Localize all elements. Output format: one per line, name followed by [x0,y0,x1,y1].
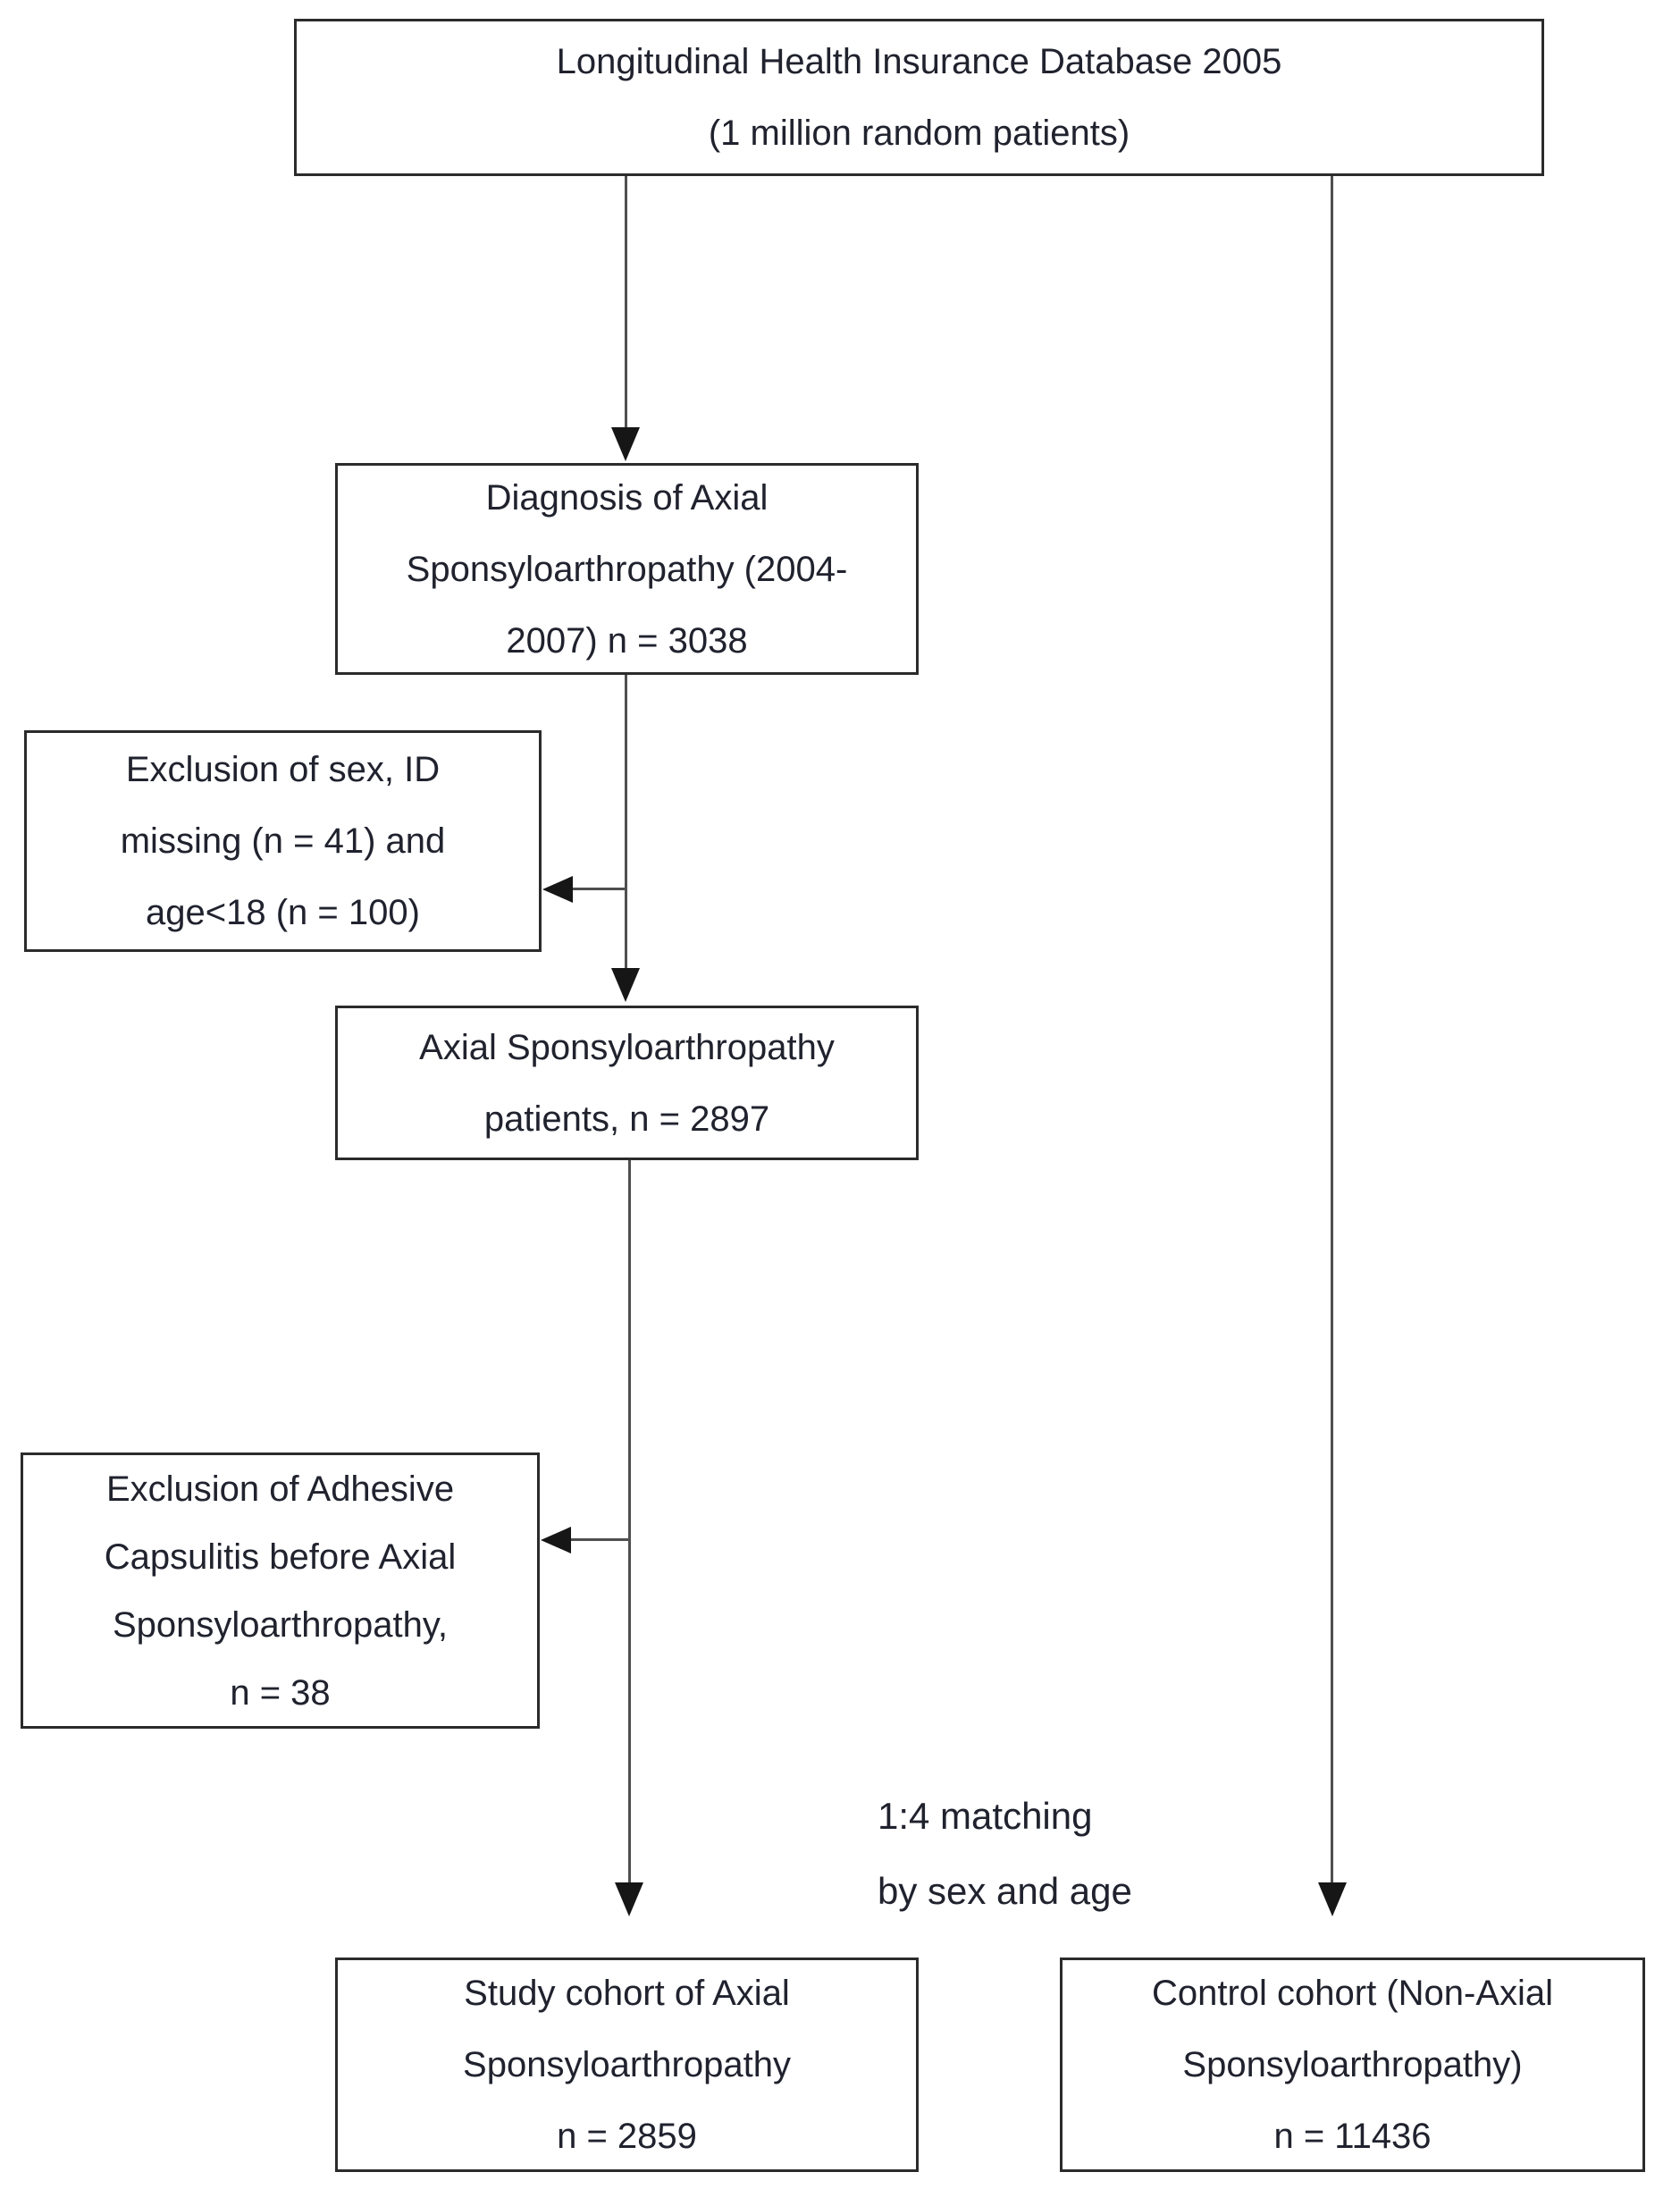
connector-branch-exclusion1 [572,888,626,890]
box-study-line: Sponsyloarthropathy [463,2045,791,2084]
box-diagnosis: Diagnosis of Axial Sponsyloarthropathy (… [335,463,919,675]
box-exclusion2-line: Exclusion of Adhesive [105,1469,455,1509]
box-diagnosis-line: Sponsyloarthropathy (2004- [406,549,848,589]
box-patients-line: Axial Sponsyloarthropathy [419,1027,835,1067]
box-exclusion2-line: n = 38 [230,1672,331,1713]
connector-database-to-control [1331,176,1333,1886]
matching-annotation: 1:4 matching by sex and age [878,1779,1132,1929]
connector-branch-exclusion2 [570,1538,630,1541]
arrowhead-down-patients [611,968,640,1002]
box-patients-line: patients, n = 2897 [483,1099,770,1139]
box-exclusion1-line: missing (n = 41) and [120,821,446,861]
box-exclusion1-line: age<18 (n = 100) [146,893,420,932]
box-diagnosis-line: 2007) n = 3038 [506,620,748,661]
matching-annotation-line: 1:4 matching [878,1795,1093,1837]
matching-annotation-line: by sex and age [878,1870,1132,1912]
box-exclusion2-line: Capsulitis before Axial [104,1537,457,1577]
box-exclusion1-line: Exclusion of sex, ID [125,750,441,789]
box-database-line: Longitudinal Health Insurance Database 2… [556,42,1282,81]
box-database-line: (1 million random patients) [708,114,1130,153]
box-database: Longitudinal Health Insurance Database 2… [294,19,1544,176]
box-control-cohort: Control cohort (Non-Axial Sponsyloarthro… [1060,1958,1645,2172]
arrowhead-left-exclusion1 [542,876,573,903]
arrowhead-down-control [1318,1882,1347,1916]
box-study-cohort: Study cohort of Axial Sponsyloarthropath… [335,1958,919,2172]
arrowhead-left-exclusion2 [541,1527,571,1553]
box-control-line: Control cohort (Non-Axial [1151,1974,1554,2013]
arrowhead-down-diagnosis [611,427,640,461]
connector-patients-to-study [628,1160,631,1886]
box-study-line: n = 2859 [557,2117,697,2156]
box-exclusion-adhesive-capsulitis: Exclusion of Adhesive Capsulitis before … [21,1452,540,1729]
box-study-line: Study cohort of Axial [464,1974,790,2013]
connector-diagnosis-to-patients [625,675,627,970]
box-control-line: n = 11436 [1273,2117,1432,2156]
connector-database-to-diagnosis [625,176,627,431]
box-patients: Axial Sponsyloarthropathy patients, n = … [335,1006,919,1160]
box-control-line: Sponsyloarthropathy) [1182,2045,1523,2084]
box-exclusion2-line: Sponsyloarthropathy, [112,1604,449,1645]
box-exclusion-sex-id-age: Exclusion of sex, ID missing (n = 41) an… [24,730,542,952]
arrowhead-down-study [615,1882,643,1916]
box-diagnosis-line: Diagnosis of Axial [485,477,769,518]
